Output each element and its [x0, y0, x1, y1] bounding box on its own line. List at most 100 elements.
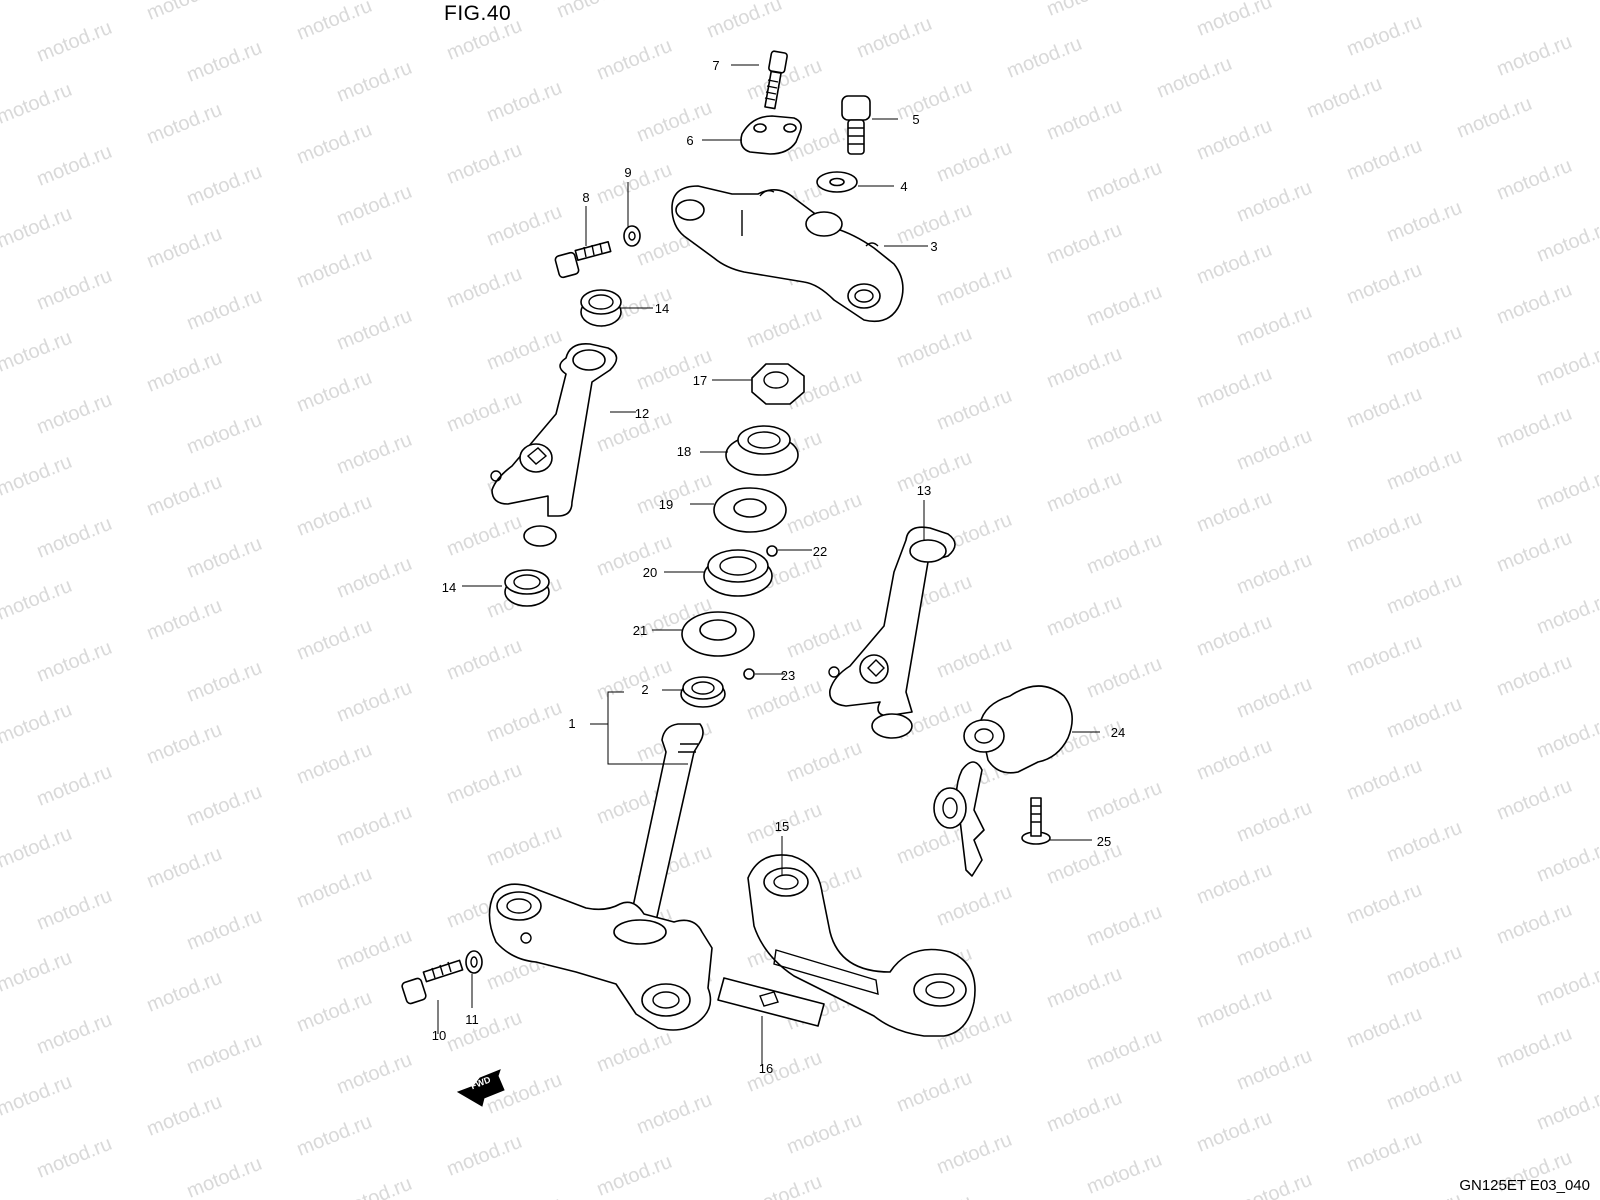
watermark-text: motod.ru [1194, 239, 1275, 289]
watermark-text: motod.ru [1534, 589, 1600, 639]
part-10-bolt [401, 959, 464, 1005]
watermark-text: motod.ru [1344, 135, 1425, 185]
watermark-text: motod.ru [334, 553, 415, 603]
watermark-text: motod.ru [784, 737, 865, 787]
watermark-text: motod.ru [34, 637, 115, 687]
watermark-text: motod.ru [444, 635, 525, 685]
watermark-text: motod.ru [1384, 817, 1465, 867]
callout-label: 18 [677, 444, 691, 459]
watermark-text: motod.ru [1534, 713, 1600, 763]
watermark-text: motod.ru [0, 1071, 75, 1121]
watermark-text: motod.ru [184, 161, 265, 211]
part-18-bearing-cone [725, 425, 799, 476]
watermark-text: motod.ru [1384, 321, 1465, 371]
watermark-text: motod.ru [0, 79, 75, 129]
callout-label: 14 [442, 580, 456, 595]
watermark-text: motod.ru [1044, 839, 1125, 889]
watermark-text: motod.ru [484, 325, 565, 375]
watermark-text: motod.ru [34, 141, 115, 191]
callout-label: 19 [659, 497, 673, 512]
callout-label: 17 [693, 373, 707, 388]
watermark-text: motod.ru [1234, 1045, 1315, 1095]
watermark-text: motod.ru [144, 99, 225, 149]
callout-label: 10 [432, 1028, 446, 1043]
watermark-text: motod.ru [934, 881, 1015, 931]
watermark-text: motod.ru [1344, 1127, 1425, 1177]
watermark-text: motod.ru [0, 0, 75, 5]
watermark-text: motod.ru [1084, 405, 1165, 455]
watermark-text: motod.ru [0, 823, 75, 873]
watermark-text: motod.ru [1194, 735, 1275, 785]
watermark-text: motod.ru [0, 575, 75, 625]
callout-labels: 1234567891011121314141516171819202122232… [432, 58, 1125, 1076]
part-2-dust-seal [680, 676, 726, 708]
callout-label: 25 [1097, 834, 1111, 849]
watermark-text: motod.ru [634, 469, 715, 519]
watermark-text: motod.ru [1384, 941, 1465, 991]
watermark-text: motod.ru [1344, 259, 1425, 309]
callout-label: 11 [465, 1012, 479, 1027]
watermark-text: motod.ru [1044, 467, 1125, 517]
watermark-text: motod.ru [1084, 653, 1165, 703]
figure-title: FIG.40 [444, 2, 512, 25]
watermark-text: motod.ru [1494, 651, 1575, 701]
watermark-text: motod.ru [334, 801, 415, 851]
watermark-text: motod.ru [334, 1049, 415, 1099]
watermark-text: motod.ru [334, 181, 415, 231]
callout-label: 2 [641, 682, 648, 697]
watermark-text: motod.ru [144, 223, 225, 273]
watermark-text: motod.ru [1084, 901, 1165, 951]
watermark-text: motod.ru [554, 0, 635, 23]
watermark-text: motod.ru [1494, 155, 1575, 205]
watermark-text: motod.ru [594, 159, 675, 209]
callout-label: 7 [712, 58, 719, 73]
watermark-text: motod.ru [594, 1151, 675, 1200]
watermark-text: motod.ru [894, 1067, 975, 1117]
watermark-text: motod.ru [184, 781, 265, 831]
watermark-text: motod.ru [1494, 1023, 1575, 1073]
watermark-text: motod.ru [594, 531, 675, 581]
callout-label: 12 [635, 406, 649, 421]
watermark-text: motod.ru [594, 1027, 675, 1077]
watermark-text: motod.ru [334, 925, 415, 975]
watermark-text: motod.ru [484, 821, 565, 871]
part-23-ball [743, 668, 755, 680]
watermark-text: motod.ru [1084, 529, 1165, 579]
part-13-right-headlight-bracket [828, 526, 956, 739]
watermark-text: motod.ru [784, 613, 865, 663]
watermark-text: motod.ru [334, 305, 415, 355]
watermark-text: motod.ru [1044, 0, 1125, 21]
watermark-text: motod.ru [1454, 93, 1535, 143]
watermark-text: motod.ru [294, 491, 375, 541]
watermark-text: motod.ru [444, 1007, 525, 1057]
watermark-text: motod.ru [894, 75, 975, 125]
callout-label: 15 [775, 819, 789, 834]
part-9-lock-washer [623, 225, 641, 247]
watermark-text: motod.ru [444, 139, 525, 189]
watermark-text: motod.ru [184, 285, 265, 335]
watermark-text: motod.ru [1234, 921, 1315, 971]
watermark-text: motod.ru [1384, 569, 1465, 619]
watermark-text: motod.ru [1084, 1149, 1165, 1199]
watermark-text: motod.ru [184, 409, 265, 459]
watermark-text: motod.ru [1534, 465, 1600, 515]
watermark-text: motod.ru [1044, 591, 1125, 641]
watermark-text: motod.ru [934, 385, 1015, 435]
watermark-text: motod.ru [1194, 115, 1275, 165]
watermark-text: motod.ru [1084, 1025, 1165, 1075]
watermark-text: motod.ru [1494, 527, 1575, 577]
watermark-text: motod.ru [444, 387, 525, 437]
watermark-text: motod.ru [34, 513, 115, 563]
watermark-text: motod.ru [894, 0, 975, 1]
callout-label: 16 [759, 1061, 773, 1076]
callout-label: 21 [633, 623, 647, 638]
part-14-upper-cushion [580, 289, 622, 327]
watermark-text: motod.ru [744, 1047, 825, 1097]
watermark-text: motod.ru [894, 1191, 975, 1200]
watermark-text: motod.ru [294, 739, 375, 789]
callout-label: 8 [582, 190, 589, 205]
watermark-text: motod.ru [594, 655, 675, 705]
watermark-text: motod.ru [594, 35, 675, 85]
watermark-text: motod.ru [1044, 219, 1125, 269]
watermark-text: motod.ru [934, 137, 1015, 187]
